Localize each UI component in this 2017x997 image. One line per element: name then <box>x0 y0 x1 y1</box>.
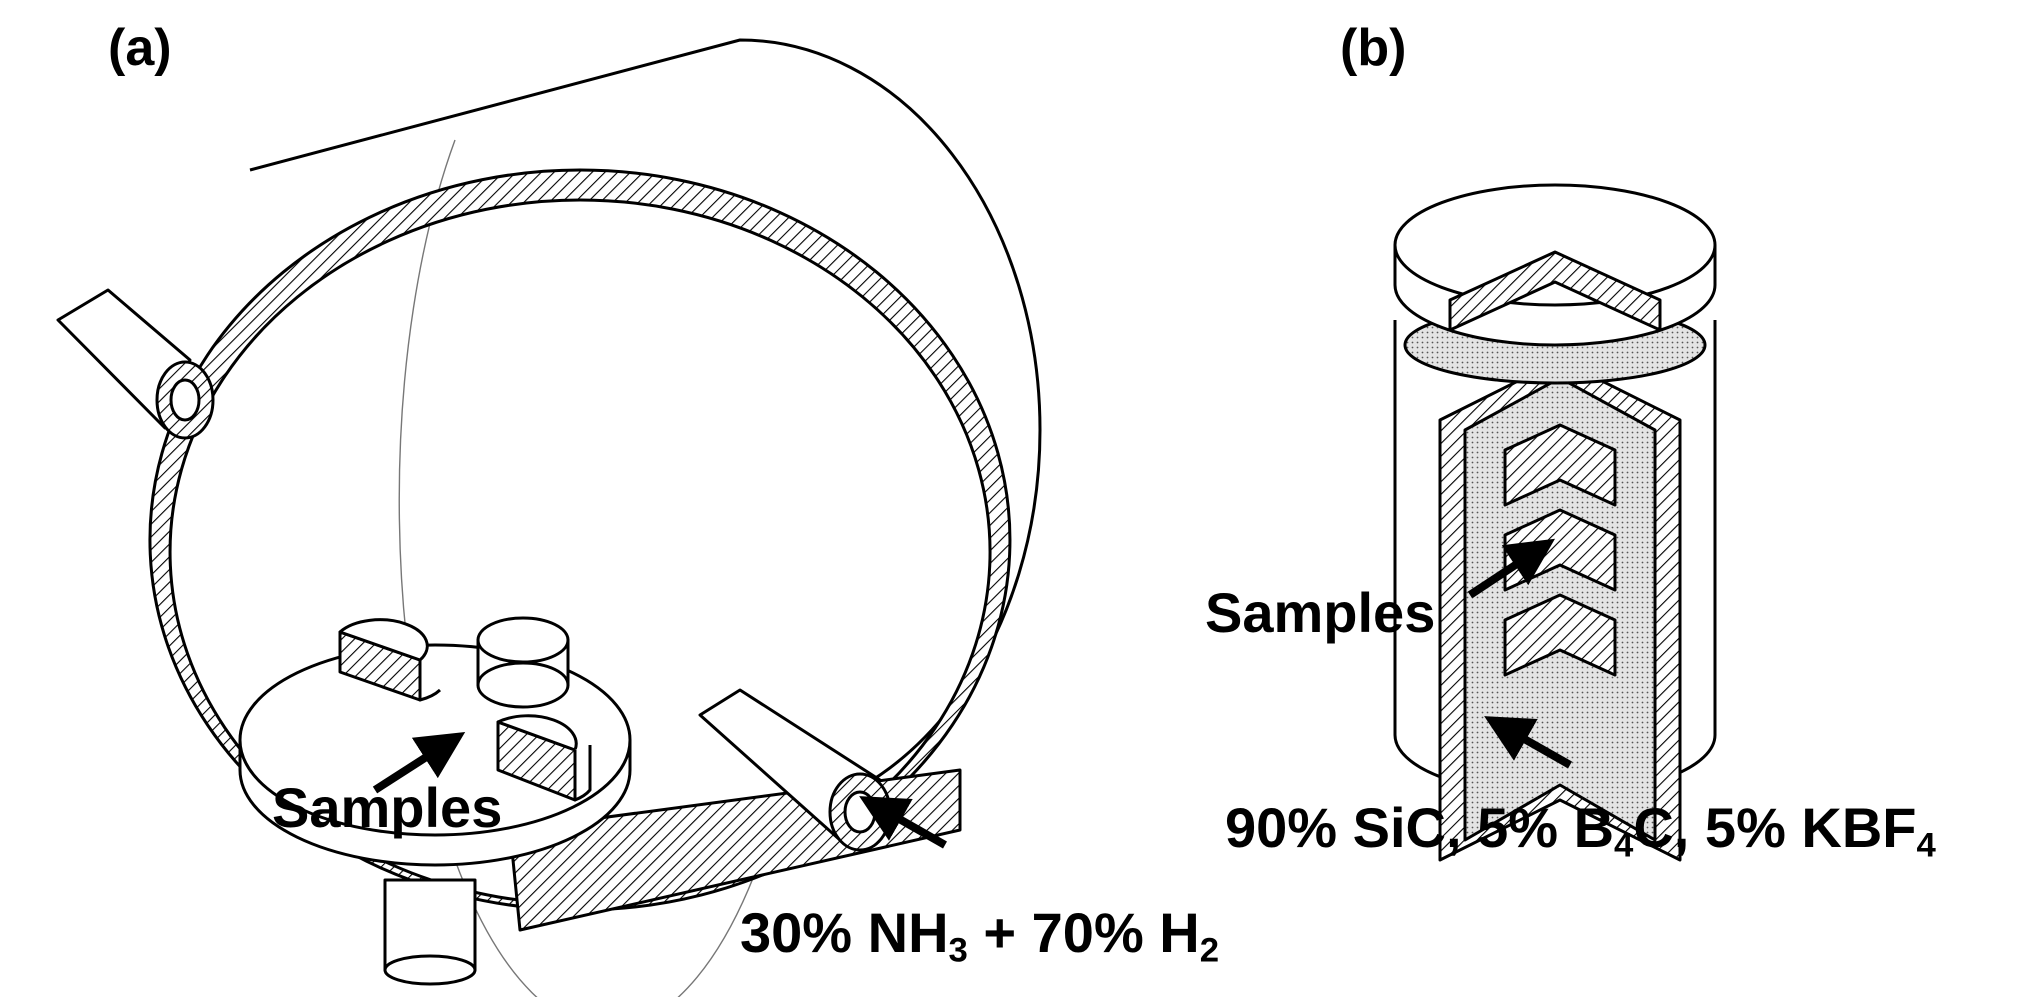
gas-text-mid: + 70% H <box>967 901 1200 964</box>
gas-subscript-h2: 2 <box>1199 931 1220 970</box>
gas-subscript-nh3: 3 <box>948 931 968 970</box>
powder-text-pre: 90% SiC, 5% B <box>1225 796 1615 859</box>
furnace-diagram <box>56 38 1042 997</box>
sample-piece <box>1503 423 1617 507</box>
samples-label-b: Samples <box>1205 581 1436 644</box>
outlet-tube <box>56 288 215 440</box>
panel-label-a: (a) <box>108 19 172 77</box>
samples-label-a: Samples <box>272 776 503 839</box>
sample-piece <box>1503 593 1617 677</box>
gas-text-pre: 30% NH <box>740 901 949 964</box>
powder-composition-label: 90% SiC, 5% B4C, 5% KBF4 <box>1225 800 1936 864</box>
powder-text-mid: C, 5% KBF <box>1633 796 1917 859</box>
powder-arrow <box>1484 716 1572 769</box>
samples-arrow-b <box>1467 538 1556 599</box>
powder-subscript-b4c: 4 <box>1614 826 1634 865</box>
powder-subscript-kbf4: 4 <box>1916 826 1936 865</box>
panel-label-b: (b) <box>1340 19 1407 77</box>
samples-arrow-a <box>372 732 466 794</box>
sample-piece <box>496 714 592 802</box>
sample-piece <box>338 618 442 702</box>
gas-mixture-label: 30% NH3 + 70% H2 <box>740 905 1219 969</box>
sample-holder <box>238 616 632 986</box>
crucible-lid <box>1393 183 1717 347</box>
sample-piece <box>476 616 570 709</box>
gas-inlet-arrow <box>859 796 947 849</box>
